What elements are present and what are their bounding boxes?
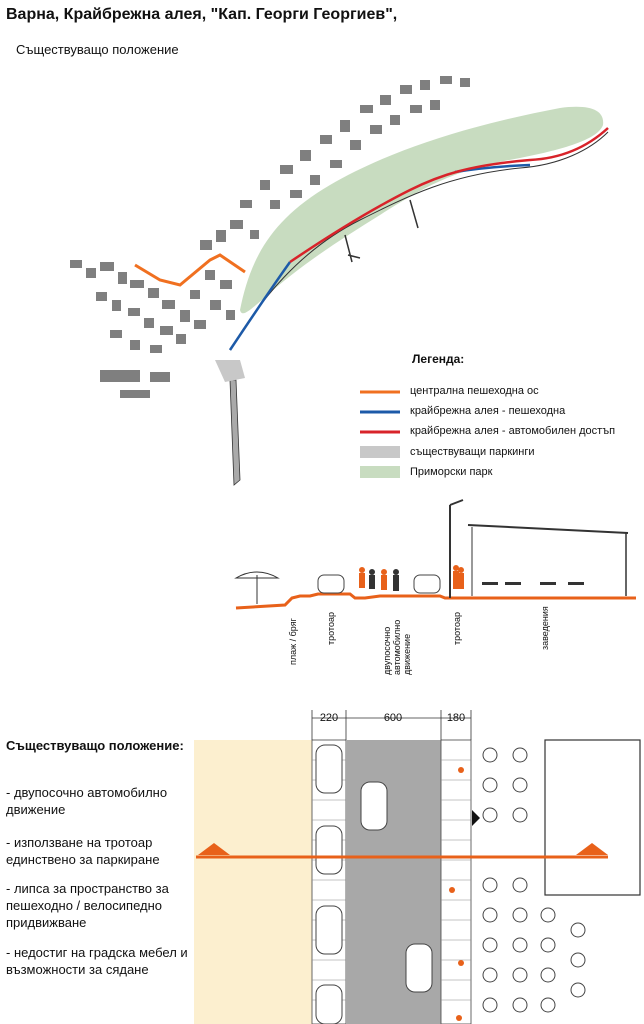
parked-car xyxy=(315,825,343,875)
legend-item-axis: централна пешеходна ос xyxy=(410,385,539,397)
section-label-venues: заведения xyxy=(540,606,550,650)
coastline xyxy=(229,131,609,351)
page-subtitle: Съществуващо положение xyxy=(16,42,179,57)
page-title: Варна, Крайбрежна алея, "Кап. Георги Гео… xyxy=(6,6,398,23)
central-pedestrian-axis xyxy=(134,253,246,287)
coastal-alley-pedestrian xyxy=(228,261,292,351)
parked-car xyxy=(315,744,343,794)
building xyxy=(544,739,641,896)
bullet-item: - недостиг на градска мебел и възможност… xyxy=(6,945,188,977)
bullet-item: - двупосочно автомобилно движение xyxy=(6,785,168,817)
section-label-sidewalk-2: тротоар xyxy=(452,612,462,645)
cross-section xyxy=(234,499,636,610)
section-label-sidewalk: тротоар xyxy=(326,612,336,645)
park-area xyxy=(240,106,604,314)
legend-swatch-parking xyxy=(360,446,400,458)
sidewalk-right xyxy=(440,739,472,1024)
moving-car xyxy=(405,943,433,993)
plan-view xyxy=(194,710,641,1024)
plan-heading: Съществуващо положение: xyxy=(6,738,184,753)
parked-car xyxy=(315,984,343,1024)
beach-zone xyxy=(194,740,312,1024)
bullet-item: - използване на тротоар единствено за па… xyxy=(6,835,160,867)
legend-item-parking: съществуващи паркинги xyxy=(410,446,535,458)
parked-car xyxy=(315,905,343,955)
legend-item-car: крайбрежна алея - автомобилен достъп xyxy=(410,425,616,437)
dimension-600: 600 xyxy=(383,712,403,724)
coastal-alley-car-access xyxy=(289,127,609,264)
moving-car xyxy=(360,781,388,831)
legend-swatch-park xyxy=(360,466,400,478)
legend-title: Легенда: xyxy=(412,352,465,366)
legend-item-park: Приморски парк xyxy=(410,466,493,478)
section-label-beach: плаж / бряг xyxy=(288,618,298,665)
bullet-item: - липса за пространство за пешеходно / в… xyxy=(6,881,169,930)
dimension-180: 180 xyxy=(446,712,466,724)
section-label-traffic: двупосочно автомобилно движение xyxy=(382,619,412,675)
legend-item-pedestrian: крайбрежна алея - пешеходна xyxy=(410,405,566,417)
pier xyxy=(229,379,241,486)
city-blocks xyxy=(70,76,470,398)
dimension-220: 220 xyxy=(319,712,339,724)
